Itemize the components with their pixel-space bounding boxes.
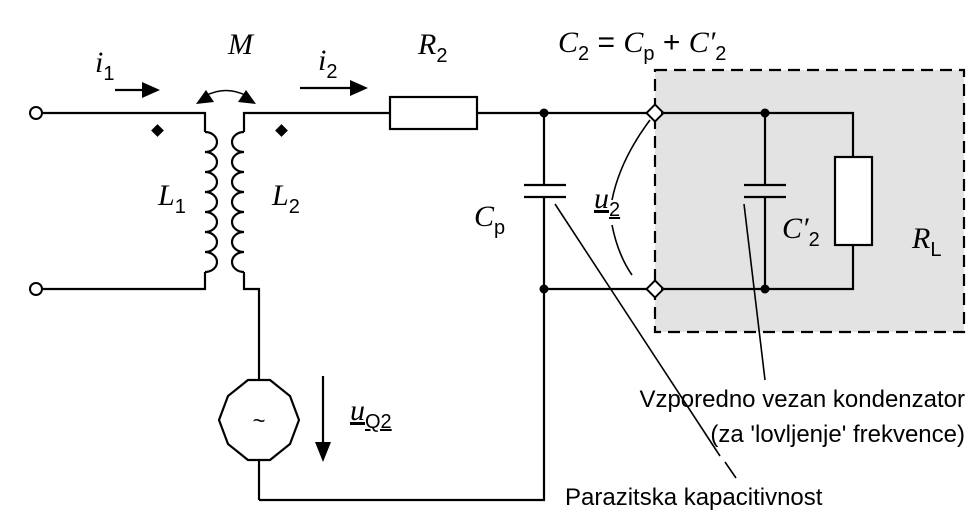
coil-l1 xyxy=(204,130,219,274)
resistor-r2 xyxy=(388,95,479,131)
equation-c2: C2 = Cp + C′2 xyxy=(558,26,726,65)
output-terminal-top xyxy=(645,103,665,123)
load-resistor-rl xyxy=(833,155,874,247)
ac-source xyxy=(217,378,301,462)
leader-parasitic-capacitance xyxy=(554,203,721,457)
wire-cp-bottom xyxy=(259,197,546,502)
ac-source-symbol: ~ xyxy=(253,408,266,433)
label-l2: L2 xyxy=(271,179,300,218)
label-i1: i1 xyxy=(95,46,114,85)
label-l1: L1 xyxy=(157,179,186,218)
wire-primary-bottom xyxy=(42,272,207,291)
coil-l2 xyxy=(230,130,245,274)
current-arrow-i1-icon xyxy=(142,82,160,98)
wire-load-top xyxy=(661,111,855,157)
input-terminal-top xyxy=(29,106,43,120)
label-uq2: uQ2 xyxy=(350,394,392,433)
junction-c2p-top xyxy=(760,108,770,118)
annotation-parallel-capacitor-line2: (za 'lovljenje' frekvence) xyxy=(710,421,965,448)
annotation-parasitic-capacitance: Parazitska kapacitivnost xyxy=(565,484,823,511)
label-mutual-m: M xyxy=(227,28,255,61)
annotation-parallel-capacitor-line1: Vzporedno vezan kondenzator xyxy=(639,386,965,413)
mutual-inductance-arc xyxy=(204,89,248,97)
mutual-arrow-right-icon xyxy=(238,90,256,104)
wire-secondary-top xyxy=(242,111,390,132)
label-r2: R2 xyxy=(417,28,447,67)
label-i2: i2 xyxy=(318,44,337,83)
voltage-u2-arc-bottom xyxy=(611,224,633,276)
output-terminal-bottom xyxy=(645,279,665,299)
input-terminal-bottom xyxy=(29,282,43,296)
wire-secondary-to-source xyxy=(242,272,261,380)
label-c2p: C′2 xyxy=(782,212,820,251)
current-arrow-i2-icon xyxy=(350,80,368,96)
junction-c2p-bottom xyxy=(760,284,770,294)
voltage-u2-arc-top xyxy=(611,119,651,201)
junction-cp-bottom xyxy=(539,284,549,294)
polarity-dot-l1 xyxy=(151,124,164,137)
label-rl: RL xyxy=(911,222,941,261)
label-u2: u2 xyxy=(594,182,620,221)
wire-primary-top xyxy=(42,111,207,132)
label-cp: Cp xyxy=(474,200,505,239)
leader-parallel-capacitor xyxy=(743,203,766,381)
mutual-arrow-left-icon xyxy=(196,90,214,104)
source-voltage-arrow-icon xyxy=(315,442,331,462)
junction-cp-top xyxy=(539,108,549,118)
wire-load-bottom xyxy=(661,245,855,291)
load-box xyxy=(653,68,966,334)
polarity-dot-l2 xyxy=(275,124,288,137)
leader-parasitic-capacitance-end xyxy=(724,461,737,479)
